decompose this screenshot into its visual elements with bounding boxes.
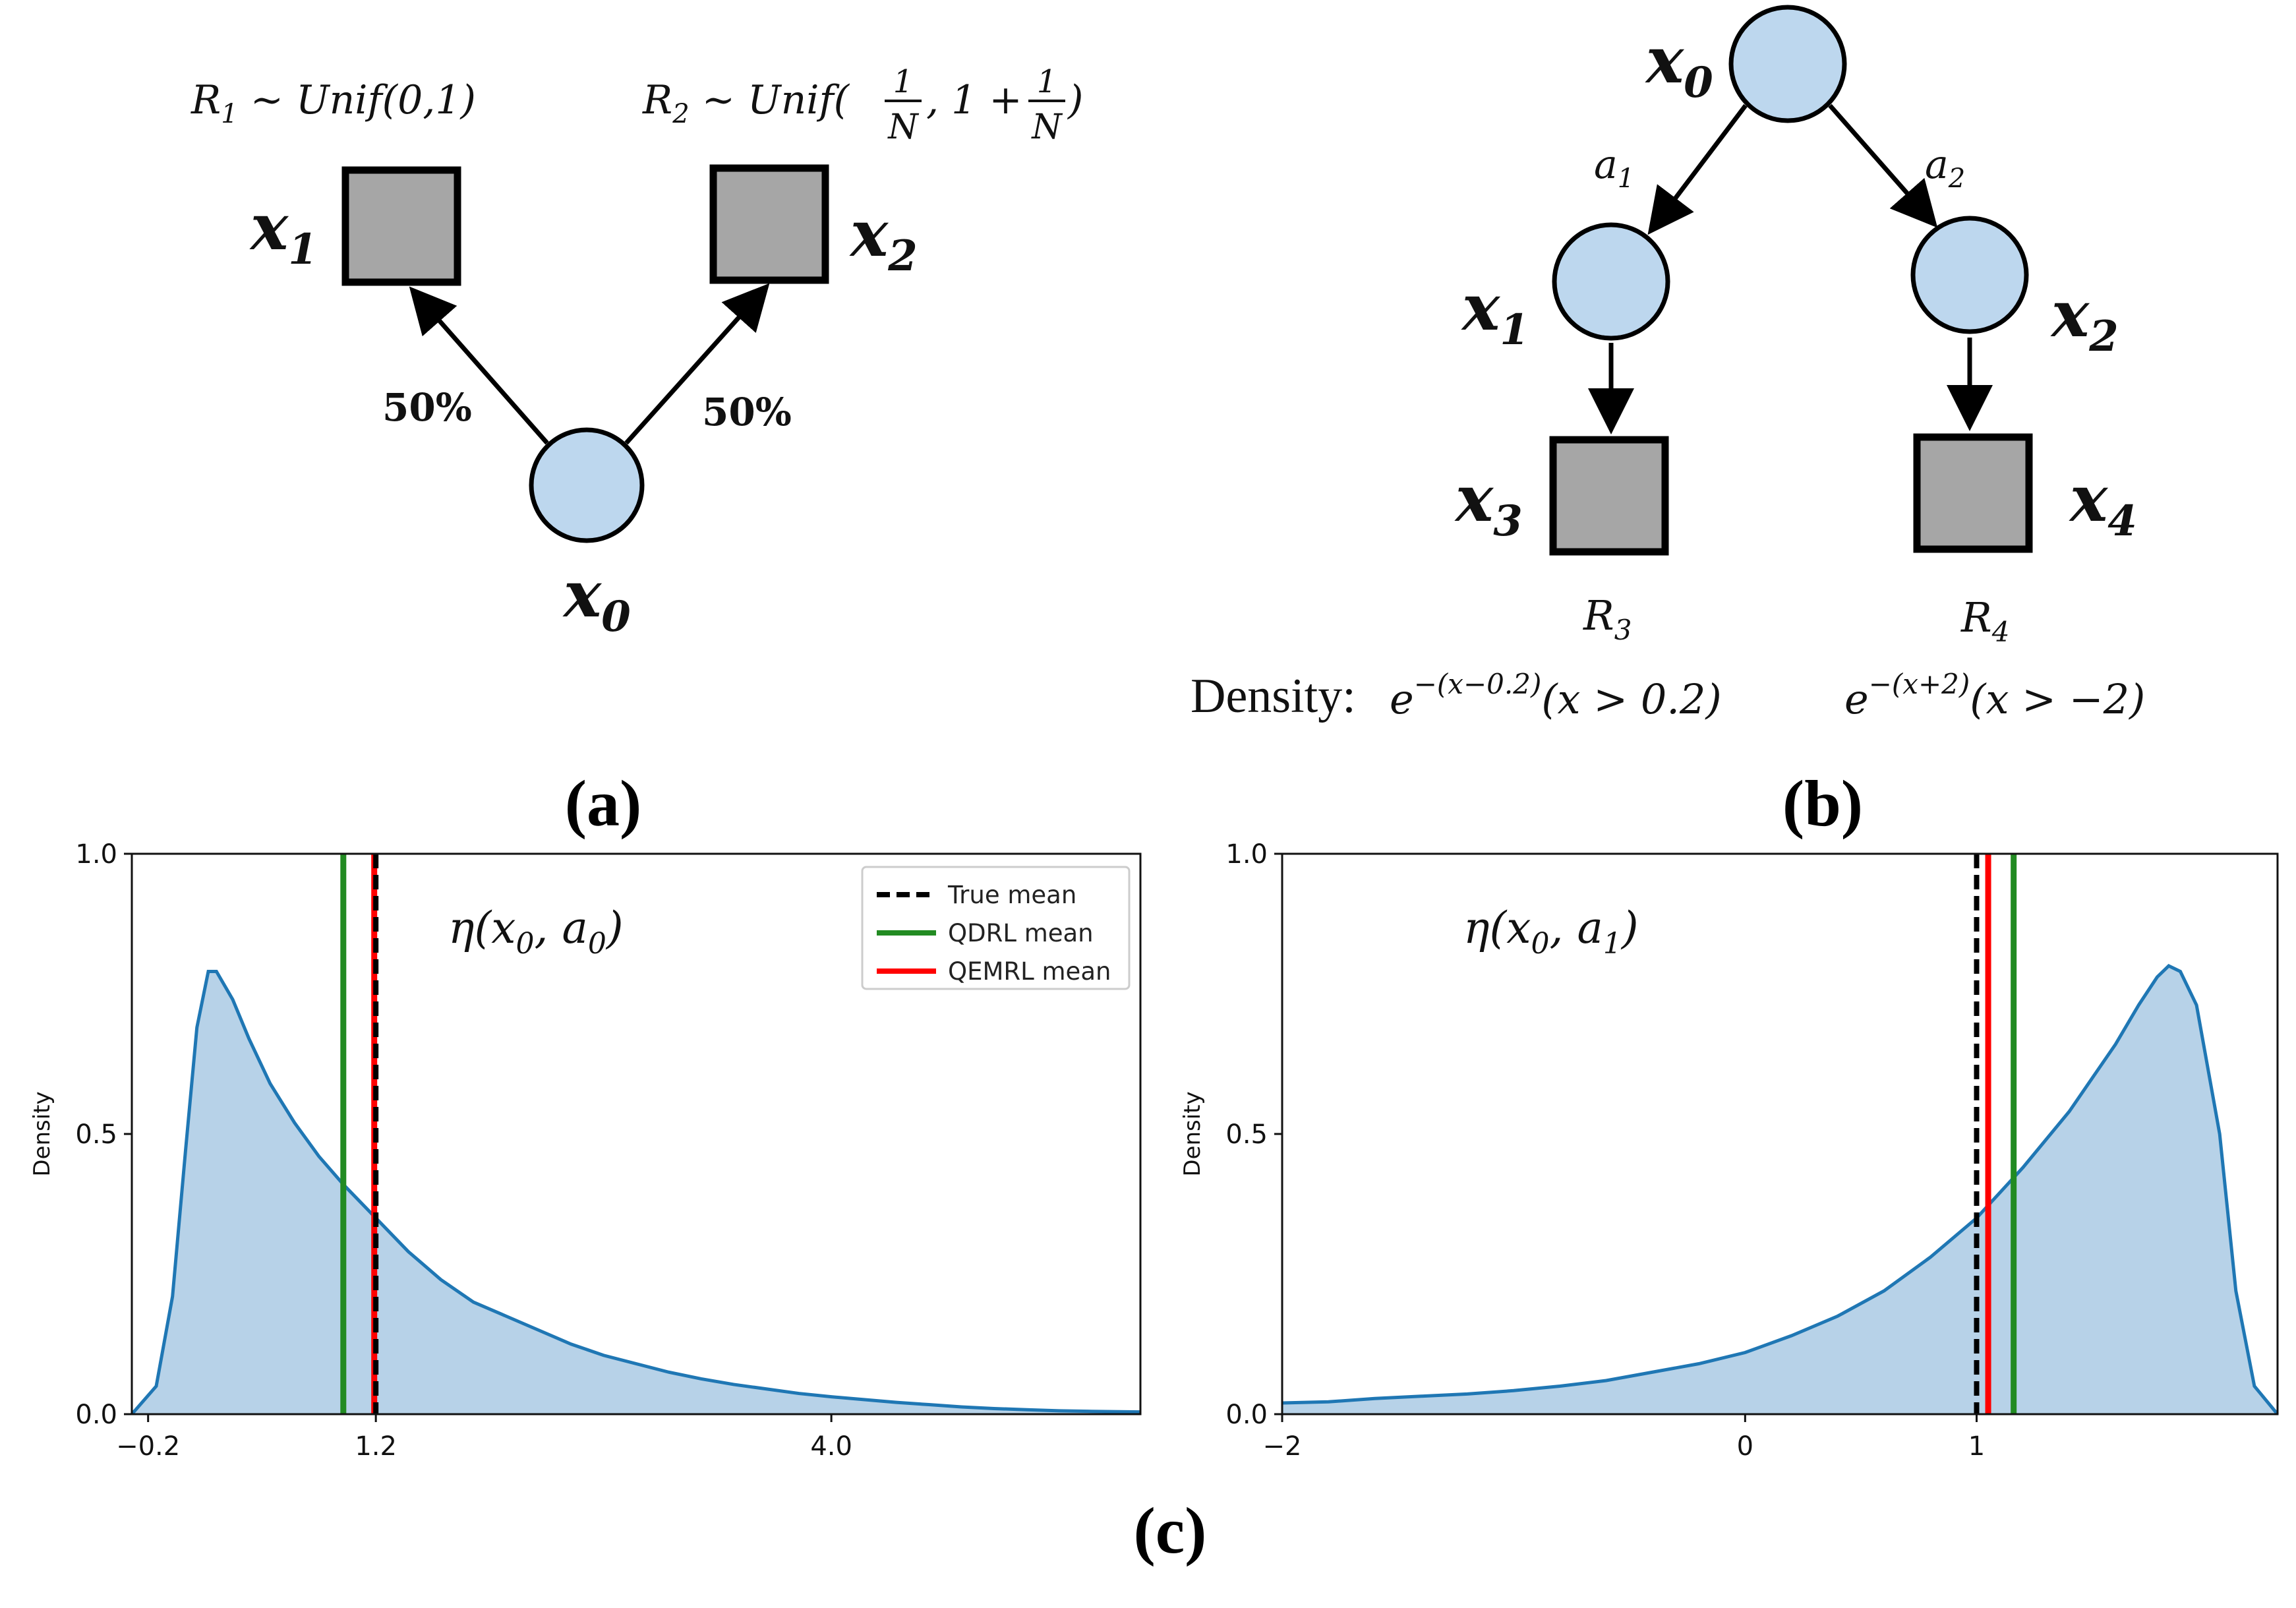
y-tick-label: 0.5 — [75, 1119, 117, 1150]
node-label-x0: x0 — [562, 557, 631, 641]
node-b-label-x4: x4 — [2069, 462, 2137, 546]
y-axis-label: Density — [1179, 1091, 1206, 1176]
start-node-x0 — [529, 427, 645, 543]
y-tick-label: 0.0 — [75, 1400, 117, 1430]
density-curve — [1281, 963, 2279, 1415]
y-axis-label: Density — [29, 1091, 55, 1176]
legend-label: True mean — [947, 881, 1076, 909]
y-tick-label: 1.0 — [75, 839, 117, 870]
density-r3-formula: e−(x−0.2)(x > 0.2) — [1390, 668, 1722, 723]
x-tick-label: 0 — [1737, 1431, 1753, 1462]
node-b-label-x0: x0 — [1645, 23, 1713, 107]
y-tick-label: 1.0 — [1225, 839, 1268, 870]
panel-b: x0 x1 x2 a1 a2 x3 x4 R3 R4 Density: e−(x… — [1191, 5, 2145, 840]
density-curve — [131, 970, 1141, 1415]
svg-text:, 1 +: , 1 + — [926, 77, 1022, 123]
node-b-label-x3: x3 — [1454, 462, 1523, 546]
x-tick-label: −2 — [1263, 1431, 1302, 1462]
arrow-x0-to-x1 — [409, 286, 549, 445]
legend-box — [861, 866, 1131, 990]
reward-r4-label: R4 — [1960, 593, 2009, 648]
caption-b: (b) — [1782, 767, 1863, 840]
distribution-annotation: η(x0, a0) — [448, 903, 624, 961]
action-a2-label: a2 — [1925, 142, 1965, 194]
node-label-x2: x2 — [849, 196, 918, 281]
x-tick-label: 4.0 — [810, 1431, 852, 1462]
y-tick-label: 0.5 — [1225, 1119, 1268, 1150]
caption-c: (c) — [1134, 1494, 1207, 1567]
terminal-b-x3 — [1549, 436, 1669, 556]
prob-left-label: 50% — [382, 385, 472, 430]
distribution-annotation: η(x0, a1) — [1463, 903, 1639, 961]
svg-text:1: 1 — [893, 63, 914, 100]
density-label: Density: — [1191, 669, 1356, 723]
density-chart-left: 0.0 0.5 1.0 −0.2 1.2 4.0 Density η(x0, a0) True … — [29, 839, 1142, 1462]
caption-a: (a) — [565, 767, 642, 840]
arrow-x0-to-x2 — [624, 283, 770, 445]
density-r4-formula: e−(x+2)(x > −2) — [1844, 668, 2145, 723]
reward-x1-label: R1 ~ Unif(0,1) — [191, 77, 476, 129]
legend-label: QDRL mean — [948, 919, 1094, 947]
node-label-x1: x1 — [249, 190, 318, 274]
y-tick-label: 0.0 — [1225, 1400, 1268, 1430]
action-a1-label: a1 — [1594, 142, 1634, 194]
svg-text:N: N — [1030, 107, 1063, 147]
node-b-x0 — [1728, 5, 1847, 123]
panel-a: R1 ~ Unif(0,1) R2 ~ Unif( 1 N , 1 + 1 N … — [191, 63, 1083, 840]
legend-label: QEMRL mean — [948, 957, 1111, 986]
svg-text:): ) — [1067, 77, 1083, 123]
terminal-node-x2 — [709, 164, 829, 284]
node-b-x1 — [1552, 222, 1670, 341]
arrow-b-x0-x2 — [1828, 104, 1938, 228]
node-b-label-x1: x1 — [1461, 270, 1529, 355]
terminal-b-x4 — [1913, 433, 2033, 553]
density-chart-right: 0.0 0.5 1.0 −2 0 1 Density η(x0, a1) — [1179, 839, 2279, 1462]
x-tick-label: −0.2 — [116, 1431, 180, 1462]
arrow-b-x0-x1 — [1647, 104, 1748, 235]
x-tick-label: 1 — [1968, 1431, 1985, 1462]
reward-x2-label: R2 ~ Unif( 1 N , 1 + 1 N ) — [642, 63, 1083, 147]
x-tick-label: 1.2 — [355, 1431, 397, 1462]
reward-r3-label: R3 — [1583, 591, 1632, 646]
node-b-label-x2: x2 — [2050, 277, 2119, 361]
svg-text:N: N — [887, 107, 919, 147]
svg-text:R2 ~ Unif(: R2 ~ Unif( — [642, 77, 850, 129]
svg-text:1: 1 — [1037, 63, 1057, 100]
density-area — [132, 971, 1140, 1414]
terminal-node-x1 — [341, 166, 461, 286]
density-area — [1282, 966, 2278, 1414]
node-b-x2 — [1910, 216, 2029, 334]
prob-right-label: 50% — [702, 390, 792, 434]
